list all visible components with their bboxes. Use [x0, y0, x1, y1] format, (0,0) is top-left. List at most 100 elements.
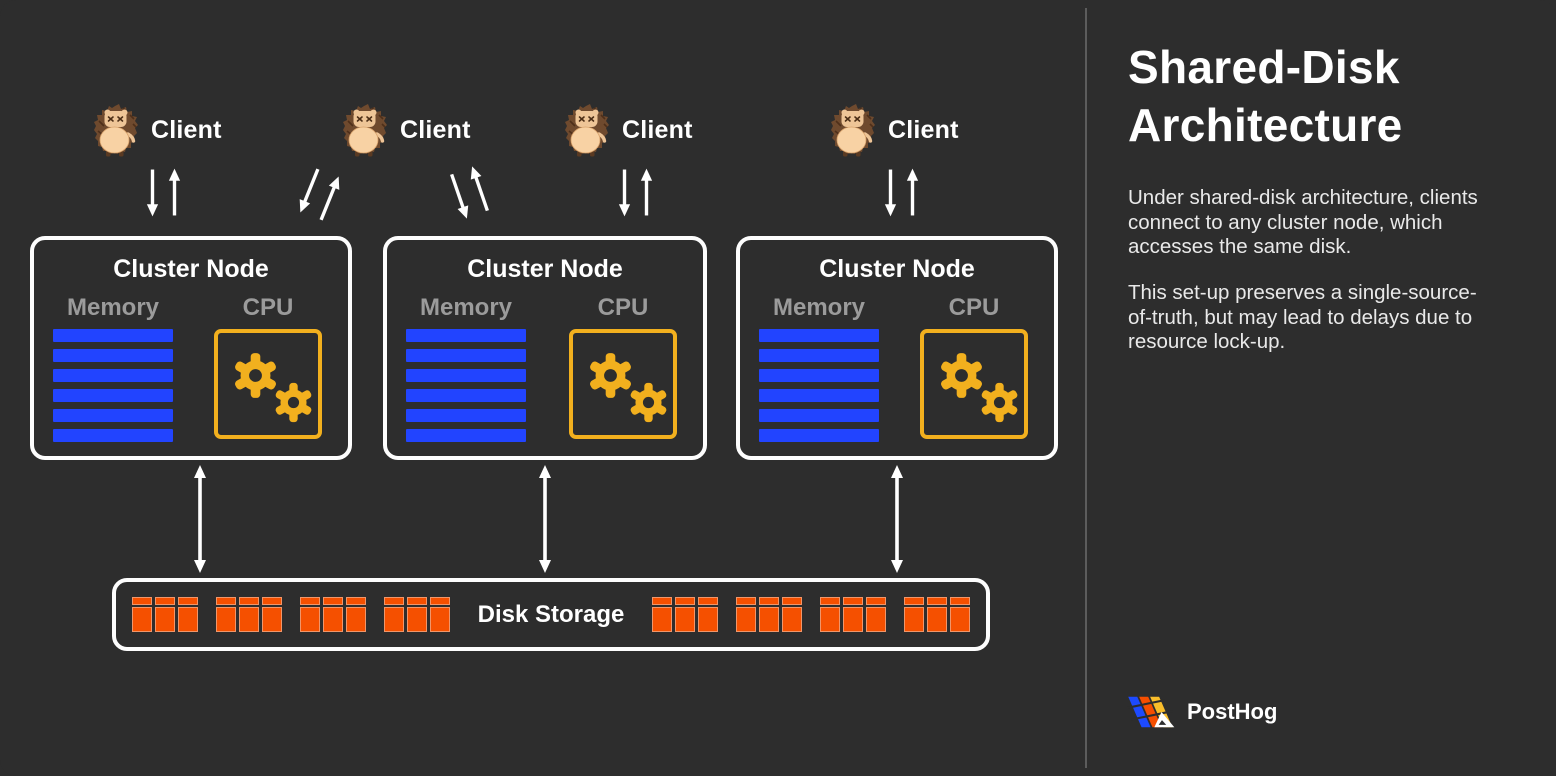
disk-group: [904, 597, 971, 632]
posthog-logo-text: PostHog: [1187, 699, 1278, 724]
memory-bar: [759, 389, 879, 402]
description-paragraph-2: This set-up preserves a single-source- o…: [1128, 281, 1477, 353]
posthog-logo: PostHog: [1127, 693, 1277, 731]
cluster-node-3: Cluster Node Memory CPU: [736, 236, 1058, 460]
memory-bars: [406, 329, 526, 442]
arrow-up-icon: [167, 166, 182, 219]
memory-bar: [759, 409, 879, 422]
gear-icon: [628, 382, 669, 423]
client4-node3-arrows: [883, 166, 920, 219]
client-label: Client: [400, 115, 471, 144]
gear-icon: [273, 382, 314, 423]
arrow-up-icon: [639, 166, 654, 219]
page-title: Shared-Disk Architecture: [1128, 41, 1403, 151]
gear-icon: [979, 382, 1020, 423]
memory-label: Memory: [66, 294, 160, 321]
memory-bar: [406, 429, 526, 442]
posthog-logo-icon: [1127, 693, 1177, 731]
arrow-down-icon: [883, 166, 898, 219]
disk-unit: [904, 597, 925, 632]
client-label: Client: [888, 115, 959, 144]
double-arrow-icon: [889, 464, 905, 574]
cpu-label: CPU: [242, 294, 294, 321]
disk-unit: [429, 597, 450, 632]
disk-unit: [299, 597, 320, 632]
hedgehog-icon: [92, 103, 140, 157]
client-1: Client: [92, 102, 222, 158]
cpu-box: [920, 329, 1028, 439]
cluster-node-title: Cluster Node: [467, 255, 623, 283]
disk-storage-box: Disk Storage: [112, 578, 990, 651]
client2-node2-arrows: [443, 161, 495, 223]
disk-group: [299, 597, 366, 632]
disk-unit: [238, 597, 259, 632]
hedgehog-icon: [341, 103, 389, 157]
disk-unit: [154, 597, 175, 632]
arrow-up-icon: [905, 166, 920, 219]
memory-bar: [406, 329, 526, 342]
disk-group: [736, 597, 803, 632]
cpu-box: [569, 329, 677, 439]
memory-bar: [53, 429, 173, 442]
memory-bar: [406, 369, 526, 382]
client-label: Client: [151, 115, 222, 144]
memory-bars: [53, 329, 173, 442]
memory-bar: [406, 349, 526, 362]
node1-disk-arrow: [192, 464, 208, 574]
disk-unit: [736, 597, 757, 632]
cluster-node-title: Cluster Node: [113, 255, 269, 283]
client-label: Client: [622, 115, 693, 144]
disk-unit: [215, 597, 236, 632]
cpu-section: CPU: [920, 295, 1028, 442]
disk-unit: [866, 597, 887, 632]
disk-unit: [782, 597, 803, 632]
disk-unit: [383, 597, 404, 632]
memory-bar: [759, 369, 879, 382]
disk-storage-label: Disk Storage: [477, 600, 625, 628]
disk-unit: [345, 597, 366, 632]
memory-bar: [53, 349, 173, 362]
memory-bar: [759, 349, 879, 362]
memory-bar: [53, 329, 173, 342]
cluster-node-1: Cluster Node Memory CPU: [30, 236, 352, 460]
cpu-box: [214, 329, 322, 439]
gear-icon: [587, 352, 634, 399]
disk-unit: [131, 597, 152, 632]
memory-bar: [759, 329, 879, 342]
disk-unit: [759, 597, 780, 632]
disk-unit: [950, 597, 971, 632]
disk-unit: [927, 597, 948, 632]
cpu-label: CPU: [948, 294, 1000, 321]
memory-section: Memory: [759, 295, 879, 442]
disk-unit: [698, 597, 719, 632]
memory-bar: [759, 429, 879, 442]
client1-node1-arrows: [145, 166, 182, 219]
description-paragraph-1: Under shared-disk architecture, clients …: [1128, 186, 1478, 258]
cpu-section: CPU: [569, 295, 677, 442]
disk-group: [383, 597, 450, 632]
disk-unit: [652, 597, 673, 632]
disk-group: [652, 597, 719, 632]
cluster-node-2: Cluster Node Memory CPU: [383, 236, 707, 460]
client-2: Client: [341, 102, 471, 158]
client2-node1-arrows: [292, 163, 346, 226]
double-arrow-icon: [192, 464, 208, 574]
disk-unit: [843, 597, 864, 632]
gear-icon: [938, 352, 985, 399]
memory-section: Memory: [406, 295, 526, 442]
memory-bar: [406, 409, 526, 422]
arrow-down-icon: [617, 166, 632, 219]
gear-icon: [232, 352, 279, 399]
client-4: Client: [829, 102, 959, 158]
hedgehog-icon: [829, 103, 877, 157]
disk-unit: [406, 597, 427, 632]
cluster-node-title: Cluster Node: [819, 255, 975, 283]
double-arrow-icon: [537, 464, 553, 574]
disk-group: [131, 597, 198, 632]
disk-unit: [261, 597, 282, 632]
memory-bar: [406, 389, 526, 402]
cpu-label: CPU: [597, 294, 649, 321]
memory-section: Memory: [53, 295, 173, 442]
disk-group: [820, 597, 887, 632]
